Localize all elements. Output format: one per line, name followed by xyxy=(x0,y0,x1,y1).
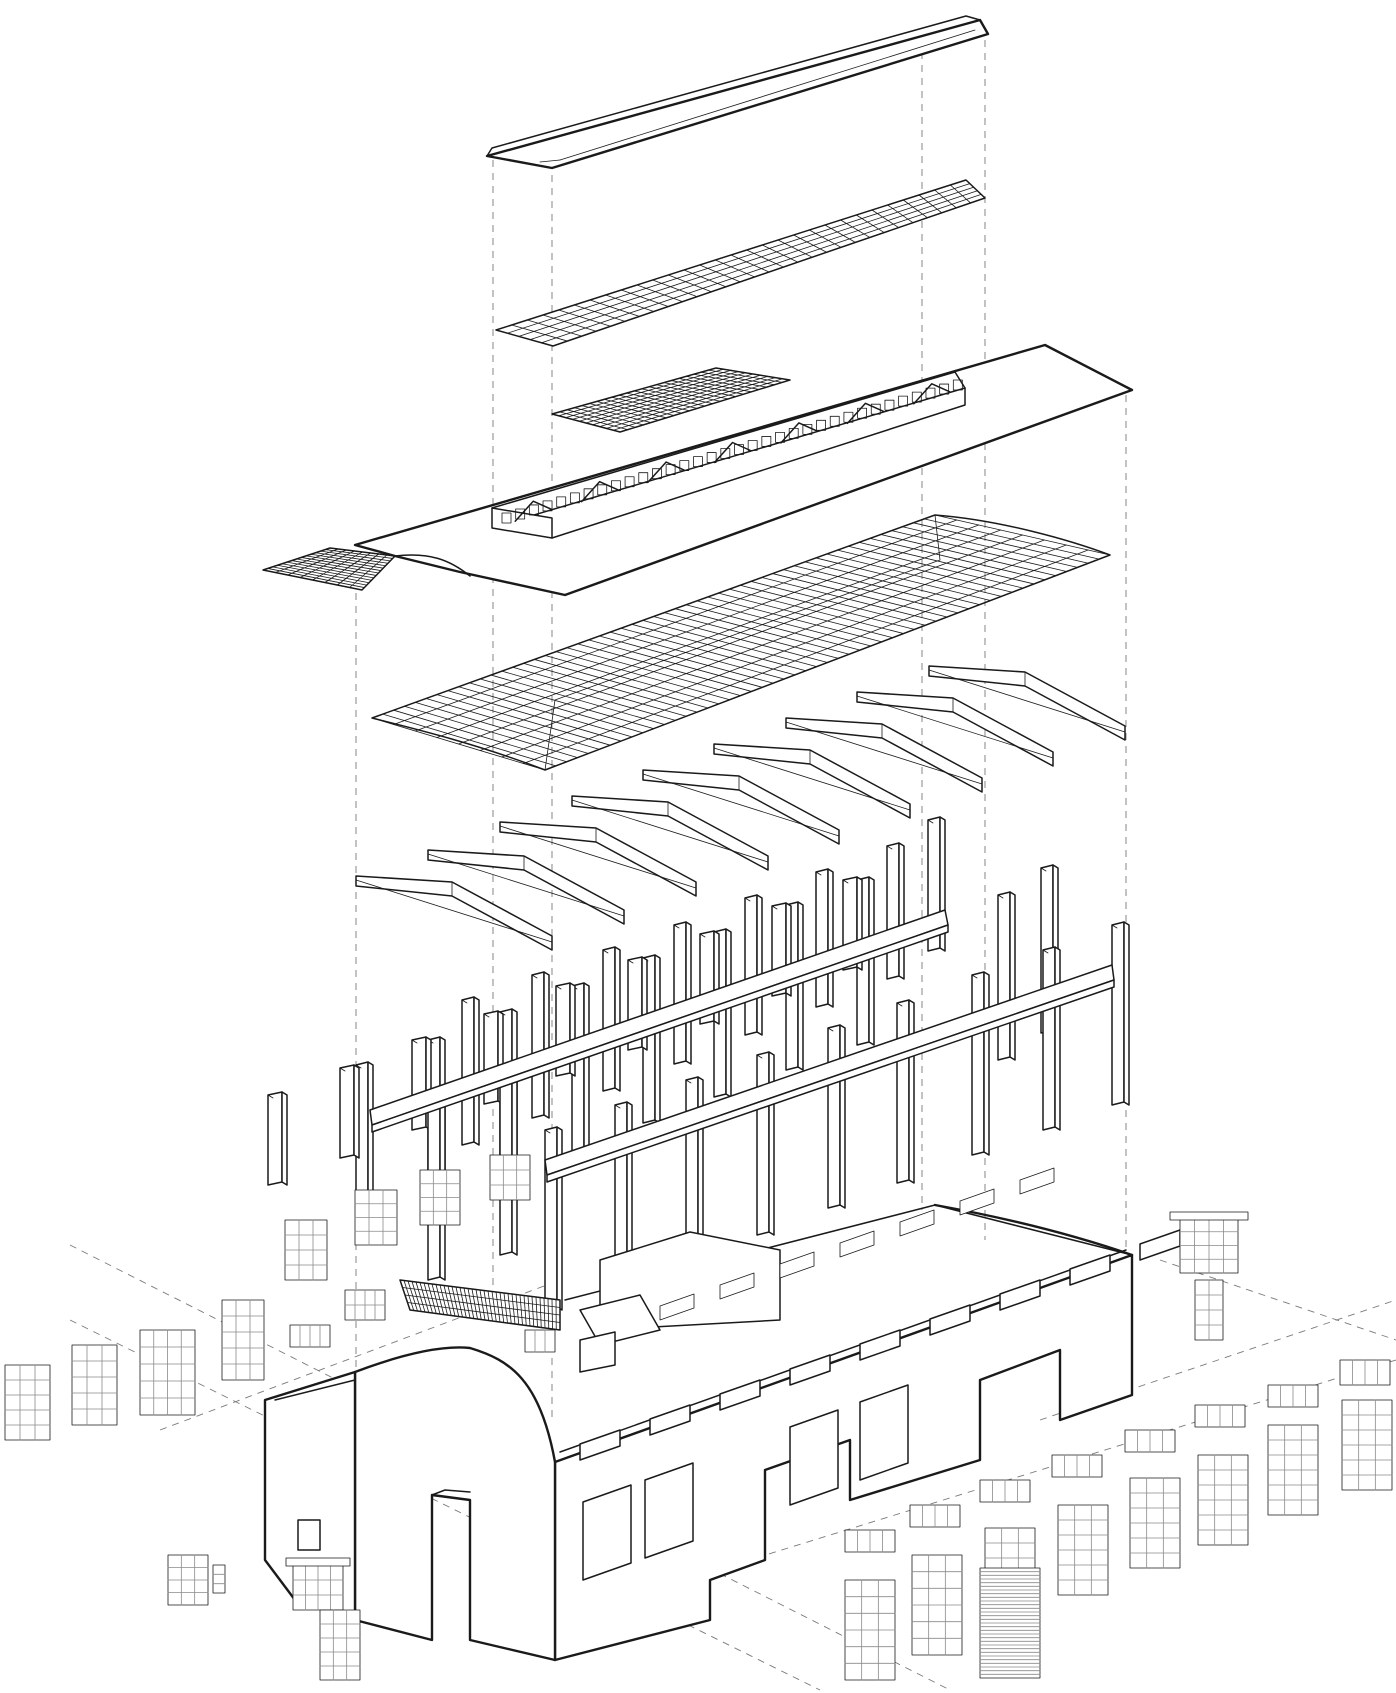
facade-window xyxy=(284,1219,328,1281)
facade-tower-window xyxy=(1179,1217,1239,1274)
wall-window-opening xyxy=(1139,1229,1181,1261)
wall-window-opening xyxy=(779,1251,815,1279)
facade-window xyxy=(212,1564,226,1594)
facade-window xyxy=(1267,1384,1319,1408)
crane-beam xyxy=(369,909,949,1133)
column xyxy=(531,971,550,1119)
column xyxy=(461,996,480,1146)
facade-cornice xyxy=(1169,1211,1249,1221)
roof-beam-set xyxy=(355,665,1126,951)
roof-beam xyxy=(713,743,911,819)
roof-beam xyxy=(928,665,1126,741)
facade-window xyxy=(419,1169,461,1226)
facade-window xyxy=(979,1479,1031,1503)
wall-window-opening xyxy=(719,1272,755,1300)
facade-window xyxy=(289,1324,331,1348)
facade-window xyxy=(1341,1399,1393,1491)
facade-roller-door xyxy=(979,1567,1041,1679)
column-and-crane-beam-frame xyxy=(267,816,1130,1311)
facade-window xyxy=(4,1364,51,1441)
roof-beam xyxy=(856,691,1054,767)
wall-door-opening xyxy=(789,1409,839,1506)
facade-window xyxy=(1197,1454,1249,1546)
column xyxy=(827,1024,846,1209)
column xyxy=(673,921,692,1065)
facade-window xyxy=(844,1579,896,1681)
wall-window-opening xyxy=(999,1279,1041,1311)
facade-window xyxy=(344,1289,386,1321)
column xyxy=(971,971,990,1156)
wall-door-opening xyxy=(582,1484,632,1581)
column xyxy=(267,1091,288,1186)
facade-tower-window xyxy=(292,1564,344,1611)
facade-window-elements xyxy=(4,1154,1393,1681)
wall-door-opening xyxy=(859,1384,909,1481)
facade-window xyxy=(167,1554,209,1606)
column xyxy=(1111,921,1130,1106)
skylight-frame-grid xyxy=(495,179,986,347)
facade-door xyxy=(1194,1279,1224,1341)
column xyxy=(756,1051,775,1236)
facade-window xyxy=(354,1189,398,1246)
monitor-roof-deck xyxy=(262,343,1134,597)
column xyxy=(896,999,915,1184)
facade-window xyxy=(1267,1424,1319,1516)
wall-window-opening xyxy=(719,1379,761,1411)
wall-window-opening xyxy=(659,1293,695,1321)
facade-window xyxy=(1051,1454,1103,1478)
wall-window-opening xyxy=(859,1329,901,1361)
wall-window-opening xyxy=(1019,1167,1055,1195)
masonry-shell xyxy=(263,1167,1181,1662)
wall-window-opening xyxy=(789,1354,831,1386)
roof-cap-strip xyxy=(485,15,990,170)
facade-window xyxy=(71,1344,118,1426)
column xyxy=(886,842,905,980)
column xyxy=(744,894,763,1036)
facade-window xyxy=(489,1154,531,1201)
roof-beam xyxy=(355,875,553,951)
wall-window-opening xyxy=(839,1230,875,1258)
facade-window xyxy=(1194,1404,1246,1428)
wall-window-opening xyxy=(899,1209,935,1237)
wall-window-opening xyxy=(1069,1254,1111,1286)
wall-window-opening xyxy=(649,1404,691,1436)
wall-door-opening xyxy=(644,1462,694,1559)
column xyxy=(602,946,621,1092)
facade-window xyxy=(911,1554,963,1656)
wall-window-opening xyxy=(959,1188,995,1216)
facade-window xyxy=(221,1299,265,1381)
wall-window-opening xyxy=(579,1429,621,1461)
crane-beam xyxy=(544,964,1115,1183)
roof-beam xyxy=(499,821,697,897)
roof-structure-grid xyxy=(371,514,1111,771)
facade-window xyxy=(1057,1504,1109,1596)
facade-window xyxy=(909,1504,961,1528)
column xyxy=(1042,946,1061,1131)
facade-door xyxy=(139,1329,196,1416)
roof-beam xyxy=(571,795,769,871)
roof-beam xyxy=(642,769,840,845)
column xyxy=(997,891,1016,1061)
gable-window xyxy=(297,1519,321,1551)
column xyxy=(339,1064,360,1159)
facade-window xyxy=(844,1529,896,1553)
facade-window xyxy=(524,1329,556,1353)
column xyxy=(815,868,834,1008)
roof-beam xyxy=(427,849,625,925)
facade-door xyxy=(319,1609,361,1681)
facade-window xyxy=(1124,1429,1176,1453)
facade-window xyxy=(1129,1477,1181,1569)
facade-cornice xyxy=(285,1557,351,1567)
roof-beam xyxy=(785,717,983,793)
wall-window-opening xyxy=(929,1304,971,1336)
facade-window xyxy=(1339,1359,1391,1386)
